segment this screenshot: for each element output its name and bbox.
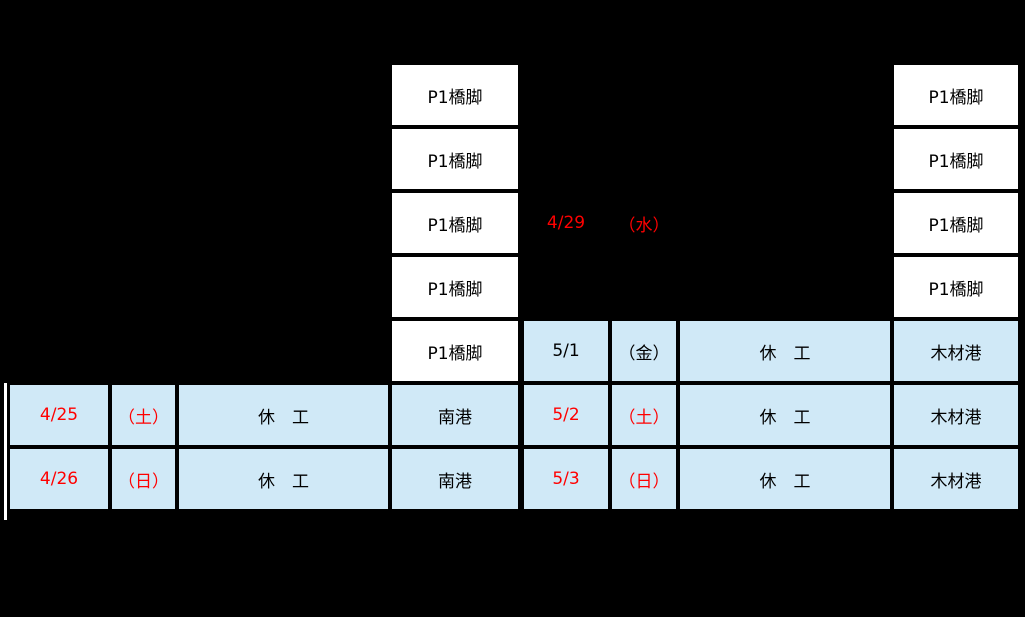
location-cell: 南港 — [390, 383, 520, 447]
date-cell: 5/2 — [522, 383, 610, 447]
weekday-cell: （日） — [610, 447, 678, 511]
table-left-border-line — [4, 383, 7, 520]
location-cell: P1橋脚 — [390, 319, 520, 383]
location-cell: P1橋脚 — [390, 63, 520, 127]
location-cell: P1橋脚 — [390, 191, 520, 255]
location-cell: P1橋脚 — [390, 255, 520, 319]
holiday-date-text: 4/29 — [546, 213, 586, 233]
work-status-cell: 休 工 — [678, 319, 892, 383]
location-cell: P1橋脚 — [892, 255, 1020, 319]
location-cell: P1橋脚 — [390, 127, 520, 191]
work-status-cell: 休 工 — [177, 383, 390, 447]
weekday-cell: （土） — [110, 383, 177, 447]
work-status-cell: 休 工 — [678, 447, 892, 511]
weekday-cell: （金） — [610, 319, 678, 383]
location-cell: 木材港 — [892, 319, 1020, 383]
holiday-weekday-text: （水） — [618, 215, 670, 236]
weekday-cell: （土） — [610, 383, 678, 447]
work-status-cell: 休 工 — [177, 447, 390, 511]
date-cell: 4/26 — [8, 447, 110, 511]
weekday-cell: （日） — [110, 447, 177, 511]
location-cell: P1橋脚 — [892, 63, 1020, 127]
location-cell: 木材港 — [892, 383, 1020, 447]
date-cell: 5/1 — [522, 319, 610, 383]
work-status-cell: 休 工 — [678, 383, 892, 447]
location-cell: P1橋脚 — [892, 191, 1020, 255]
location-cell: P1橋脚 — [892, 127, 1020, 191]
date-cell: 5/3 — [522, 447, 610, 511]
location-cell: 南港 — [390, 447, 520, 511]
date-cell: 4/25 — [8, 383, 110, 447]
location-cell: 木材港 — [892, 447, 1020, 511]
